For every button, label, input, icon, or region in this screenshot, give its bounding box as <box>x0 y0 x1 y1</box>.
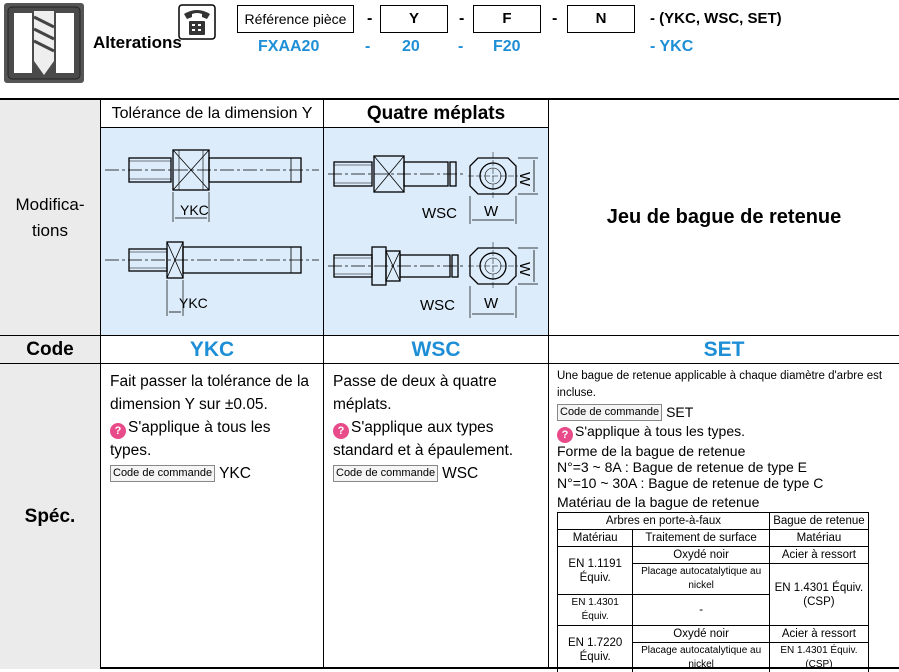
example-dash-2: - <box>458 38 464 55</box>
w-label-top: W <box>484 203 499 220</box>
order-code-tag: Code de commande <box>333 465 439 482</box>
code-set: SET <box>703 338 745 361</box>
example-f: F20 <box>493 38 521 55</box>
ykc-col-header: Tolérance de la dimension Y <box>101 100 323 128</box>
pn-f-box: F <box>473 5 541 33</box>
ring-form-line-2: N°=10 ~ 30A : Bague de retenue de type C <box>557 475 824 491</box>
part-reference-box: Référence pièce <box>237 5 354 33</box>
w-side-label-bottom: W <box>516 262 533 277</box>
code-ykc: YKC <box>189 338 235 361</box>
ring-form-title: Forme de la bague de retenue <box>557 443 746 459</box>
ring-form-line-1: N°=3 ~ 8A : Bague de retenue de type E <box>557 459 808 475</box>
pn-y-box: Y <box>380 5 448 33</box>
mt-r2-material: EN 1.4301 Équiv. <box>556 594 634 626</box>
spec-wsc-text: Passe de deux à quatre méplats. <box>333 373 497 413</box>
spec-set-cell: Une bague de retenue applicable à chaque… <box>549 364 899 672</box>
spec-wsc-cell: Passe de deux à quatre méplats. ?S'appli… <box>324 364 549 669</box>
mt-sub-material: Matériau <box>556 529 634 547</box>
row-label-code: Code <box>0 336 101 364</box>
mt-r2-treatment: - <box>632 594 770 626</box>
mt-header-ring: Bague de retenue <box>768 512 870 530</box>
code-wsc-cell: WSC <box>324 336 549 364</box>
wsc-drawing: WSC W W WSC W W <box>328 152 538 318</box>
ykc-drawing-cell: Tolérance de la dimension Y <box>101 100 324 336</box>
alterations-table: Modifica- tions Tolérance de la dimensio… <box>0 98 899 672</box>
mt-r1-ring-2: EN 1.4301 Équiv. (CSP) <box>768 563 870 626</box>
pn-dash-2: - <box>459 10 465 27</box>
mt-r3-material: EN 1.7220 Équiv. <box>556 625 634 672</box>
mt-r1-material: EN 1.1191 Équiv. <box>556 546 634 595</box>
code-ykc-cell: YKC <box>101 336 324 364</box>
ykc-dim-label-bottom: YKC <box>179 295 208 311</box>
spec-wsc-note: S'applique aux types standard et à épaul… <box>333 419 514 459</box>
order-code-tag: Code de commande <box>110 465 216 482</box>
mt-sub-ring-material: Matériau <box>768 529 870 547</box>
pn-n-box: N <box>567 5 635 33</box>
mt-r3-ring-2: EN 1.4301 Équiv. (CSP) <box>768 642 870 672</box>
code-set-cell: SET <box>549 336 899 364</box>
mt-r3-treatment-2: Placage autocatalytique au nickel <box>632 642 770 672</box>
spec-ykc-note: S'applique à tous les types. <box>110 419 271 459</box>
spec-set-note: S'applique à tous les types. <box>575 423 746 439</box>
wsc-drawing-cell: Quatre méplats <box>324 100 549 336</box>
material-table: Arbres en porte-à-faux Bague de retenue … <box>556 512 870 672</box>
alterations-label: Alterations <box>93 33 182 52</box>
mt-r1-treatment-1: Oxydé noir <box>632 546 770 564</box>
pn-dash-1: - <box>367 10 373 27</box>
w-side-label-top: W <box>516 172 533 187</box>
example-dash-1: - <box>365 38 371 55</box>
spec-set-intro: Une bague de retenue applicable à chaque… <box>557 370 883 399</box>
row-label-spec: Spéc. <box>0 364 101 669</box>
ykc-dim-label-top: YKC <box>180 202 209 218</box>
spec-ykc-cell: Fait passer la tolérance de la dimension… <box>101 364 324 669</box>
example-y: 20 <box>402 38 420 55</box>
mt-r1-treatment-2: Placage autocatalytique au nickel <box>632 563 770 595</box>
wsc-label-top: WSC <box>422 205 457 222</box>
code-wsc: WSC <box>411 338 461 361</box>
order-code-tag: Code de commande <box>557 404 663 421</box>
phone-icon <box>178 4 216 40</box>
material-title: Matériau de la bague de retenue <box>557 494 760 510</box>
info-icon: ? <box>557 427 573 443</box>
row-label-modifications: Modifica- tions <box>0 100 101 336</box>
pn-suffix: - (YKC, WSC, SET) <box>650 10 782 27</box>
example-part: FXAA20 <box>258 38 320 55</box>
mt-r1-ring-1: Acier à ressort <box>768 546 870 564</box>
spec-ykc-code: YKC <box>219 465 251 482</box>
ykc-drawing: YKC YKC <box>105 149 319 316</box>
example-suffix: - YKC <box>650 38 694 55</box>
info-icon: ? <box>110 423 126 439</box>
spec-wsc-code: WSC <box>442 465 479 482</box>
spec-set-code: SET <box>666 404 694 420</box>
drill-logo-icon <box>4 3 84 83</box>
wsc-col-header: Quatre méplats <box>324 100 548 128</box>
mt-sub-treatment: Traitement de surface <box>632 529 770 547</box>
spec-ykc-text: Fait passer la tolérance de la dimension… <box>110 373 310 413</box>
w-label-bottom: W <box>484 295 499 312</box>
mt-r3-treatment-1: Oxydé noir <box>632 625 770 643</box>
set-col-header: Jeu de bague de retenue <box>549 100 899 336</box>
mt-header-shaft: Arbres en porte-à-faux <box>557 512 770 530</box>
info-icon: ? <box>333 423 349 439</box>
mt-r3-ring-1: Acier à ressort <box>768 625 870 643</box>
pn-dash-3: - <box>552 10 558 27</box>
wsc-label-bottom: WSC <box>420 297 455 314</box>
